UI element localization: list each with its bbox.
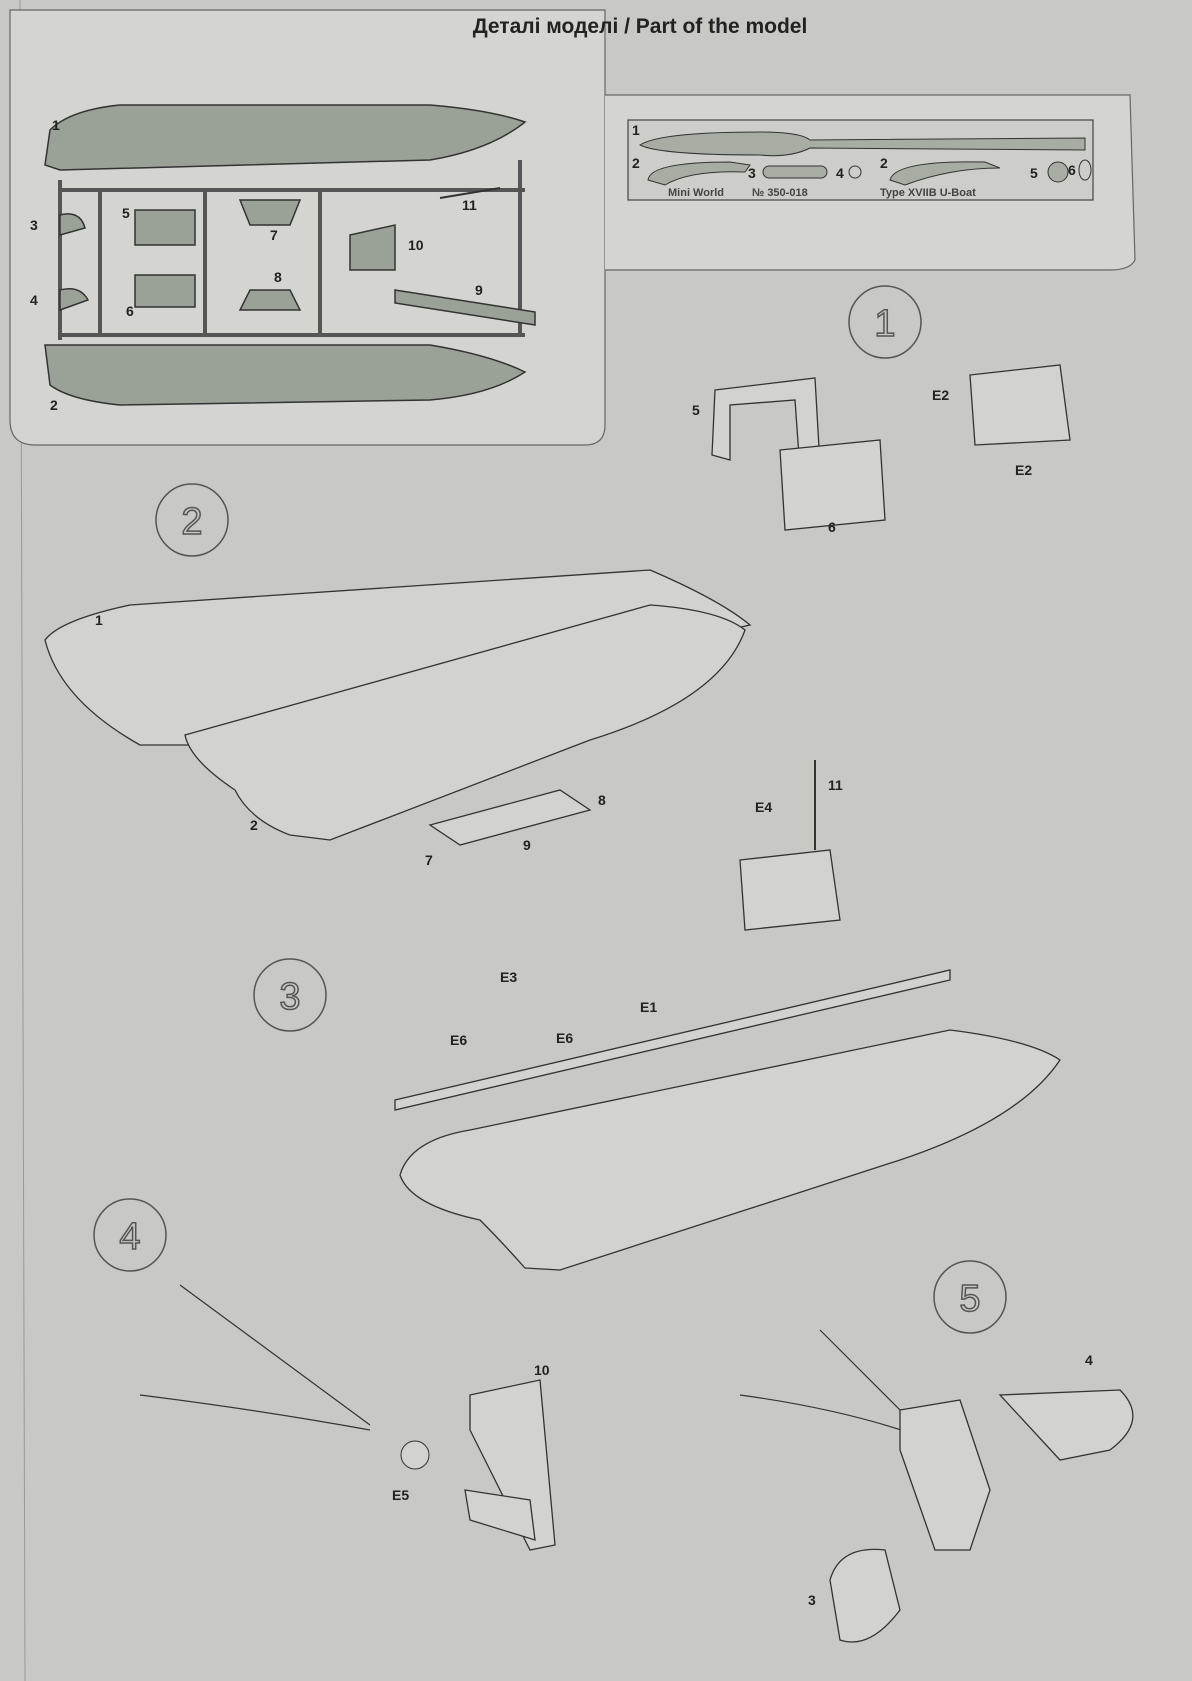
step2-label-7: 7 bbox=[425, 852, 433, 868]
step3-label-e1: E1 bbox=[640, 999, 657, 1015]
step3-label-11: 11 bbox=[828, 777, 843, 793]
photo-etch-fret: 1 2 3 4 2 5 6 Mini World № 350-018 Type … bbox=[605, 94, 1136, 271]
step5-label-4: 4 bbox=[1085, 1352, 1093, 1368]
label-part-3: 3 bbox=[30, 217, 38, 233]
step-number: 1 bbox=[874, 303, 895, 345]
fret-label-2b: 2 bbox=[880, 155, 888, 171]
step-number: 5 bbox=[959, 1278, 980, 1320]
step3-label-e3: E3 bbox=[500, 969, 517, 985]
step-4: 4 10 E5 bbox=[93, 1198, 556, 1551]
part-9 bbox=[394, 289, 536, 326]
step-2: 2 1 2 7 8 9 bbox=[44, 483, 752, 868]
label-part-2: 2 bbox=[50, 397, 58, 413]
fret-label-4: 4 bbox=[836, 165, 844, 181]
step4-label-e5: E5 bbox=[392, 1487, 409, 1503]
fret-model-name: Type XVIIB U-Boat bbox=[880, 187, 976, 199]
step-5: 5 4 3 bbox=[739, 1260, 1134, 1643]
label-part-11: 11 bbox=[462, 197, 477, 213]
fret-label-1: 1 bbox=[632, 122, 640, 138]
label-part-7: 7 bbox=[270, 227, 278, 243]
fret-label-5: 5 bbox=[1030, 165, 1038, 181]
step1-label-5: 5 bbox=[692, 402, 700, 418]
label-part-10: 10 bbox=[408, 237, 424, 253]
sprue-frame bbox=[58, 160, 525, 340]
label-part-4: 4 bbox=[30, 292, 38, 308]
step2-label-8: 8 bbox=[598, 792, 606, 808]
part-11 bbox=[439, 187, 501, 199]
fret-label-2: 2 bbox=[632, 155, 640, 171]
part-8 bbox=[238, 289, 302, 311]
step-1: 1 5 6 E2 E2 bbox=[692, 285, 1071, 535]
step-3: 3 E4 11 E3 E1 E6 E6 bbox=[253, 760, 1061, 1271]
step1-label-e2b: E2 bbox=[1015, 462, 1032, 478]
step3-label-e6b: E6 bbox=[556, 1030, 573, 1046]
step-number: 3 bbox=[279, 976, 300, 1018]
label-part-6: 6 bbox=[126, 303, 134, 319]
part-4 bbox=[59, 288, 90, 312]
step3-label-e6a: E6 bbox=[450, 1032, 467, 1048]
label-part-5: 5 bbox=[122, 205, 130, 221]
label-part-1: 1 bbox=[52, 117, 60, 133]
page-title: Деталі моделі / Part of the model bbox=[473, 15, 808, 38]
step2-label-1: 1 bbox=[95, 612, 103, 628]
step1-label-6: 6 bbox=[828, 519, 836, 535]
step5-label-3: 3 bbox=[808, 1592, 816, 1608]
step3-label-e4: E4 bbox=[755, 799, 772, 815]
step-number: 2 bbox=[181, 501, 202, 543]
step4-label-10: 10 bbox=[534, 1362, 550, 1378]
part-7 bbox=[238, 199, 302, 226]
part-3 bbox=[59, 213, 86, 236]
label-part-9: 9 bbox=[475, 282, 483, 298]
part-6 bbox=[134, 274, 196, 308]
hull-part-2 bbox=[44, 344, 527, 406]
part-10 bbox=[349, 224, 396, 271]
hull-part-1 bbox=[44, 104, 527, 171]
label-part-8: 8 bbox=[274, 269, 282, 285]
fret-label-3: 3 bbox=[748, 165, 756, 181]
parts-sprue-panel: 1 2 3 4 5 6 7 8 9 10 11 bbox=[9, 9, 606, 446]
fret-catalog-number: № 350-018 bbox=[752, 187, 808, 199]
step2-label-9: 9 bbox=[523, 837, 531, 853]
step-number: 4 bbox=[119, 1216, 140, 1258]
step1-label-e2a: E2 bbox=[932, 387, 949, 403]
step2-label-2: 2 bbox=[250, 817, 258, 833]
fret-label-6: 6 bbox=[1068, 162, 1076, 178]
fret-brand-logo: Mini World bbox=[668, 187, 724, 199]
part-5 bbox=[134, 209, 196, 246]
